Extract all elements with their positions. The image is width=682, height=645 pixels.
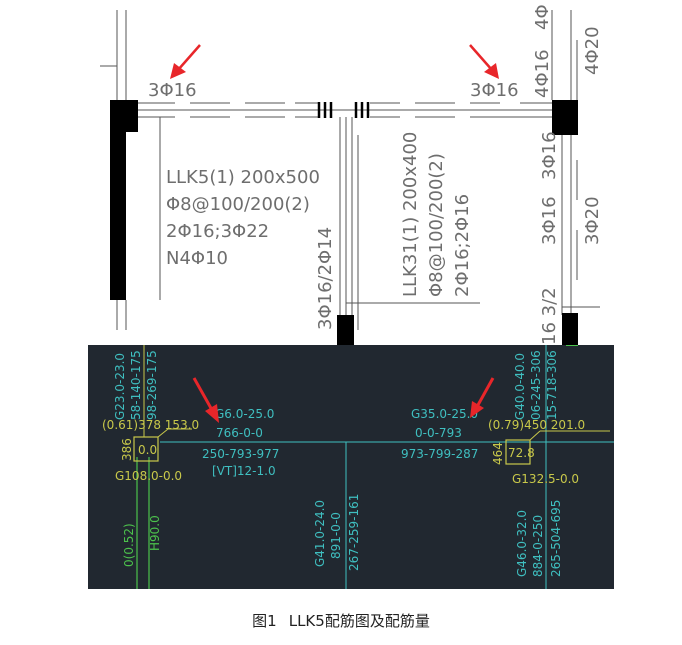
- right-col-bottom-label: G132.5-0.0: [512, 472, 579, 486]
- right-col-top-label: (0.79)450 201.0: [488, 418, 585, 432]
- beam-llk5-lines: [138, 102, 553, 300]
- right-col-vlabel-1: G40.0-40.0: [513, 353, 527, 420]
- right-lower-vlabel-2: 884-0-250: [531, 515, 545, 577]
- left-col-green-label-1: 0(0.52): [122, 523, 136, 567]
- right-col-vlabel-3: 15-718-306: [545, 350, 559, 420]
- left-col-vlabel-1: G23.0-23.0: [113, 353, 127, 420]
- left-col-bottom-label: G108.0-0.0: [115, 469, 182, 483]
- red-arrow-right-icon: [469, 44, 499, 79]
- right-column-lines: [551, 10, 600, 315]
- mid-beam-vlabel-3: 267-259-161: [347, 494, 361, 571]
- red-arrow-right-bottom-icon: [470, 377, 495, 418]
- right-top-rebar-label: 3Φ16: [470, 80, 519, 101]
- beam-left-line-1: G6.0-25.0: [215, 407, 274, 421]
- beam-llk31-lines: [339, 117, 480, 330]
- left-column-box: [133, 436, 159, 462]
- red-arrow-left-bottom-icon: [192, 377, 219, 423]
- beam-right-line-3: 973-799-287: [401, 447, 478, 461]
- left-col-vlabel-3: 98-269-175: [145, 350, 159, 420]
- vertical-mid-rebar-label: 3Φ16/2Φ14: [315, 227, 336, 330]
- llk5-line-4: N4Φ10: [166, 248, 228, 269]
- cad-drawing-plan: 3Φ16 3Φ16 LLK5(1) 200x500 Φ8@100/200(2) …: [100, 4, 603, 345]
- left-col-box-value: 0.0: [138, 443, 157, 457]
- figure-title: LLK5配筋图及配筋量: [288, 612, 430, 630]
- mid-beam-vlabel-2: 891-0-0: [329, 512, 343, 559]
- llk5-line-3: 2Φ16;3Φ22: [166, 221, 269, 242]
- llk31-line-2: Φ8@100/200(2): [426, 153, 447, 297]
- right-lower-vlabel-1: G46.0-32.0: [515, 510, 529, 577]
- left-column-solid: [110, 100, 138, 300]
- right-leader-line: [529, 430, 541, 441]
- left-col-green-label-2: H90.0: [148, 515, 162, 551]
- beam-left-line-2: 766-0-0: [216, 426, 263, 440]
- right-column-box: [505, 439, 531, 465]
- left-col-top-label: (0.61)378 153.0: [102, 418, 199, 432]
- right-col-vlabel-2: 06-245-306: [529, 350, 543, 420]
- left-top-rebar-label: 3Φ16: [148, 80, 197, 101]
- left-leader-line: [157, 428, 169, 438]
- right-col-a-lower1-label: 3Φ16: [539, 131, 560, 180]
- figure-caption: 图1 LLK5配筋图及配筋量: [0, 610, 682, 631]
- right-col-a-top-label: 4Φ: [532, 4, 553, 30]
- llk5-line-1: LLK5(1) 200x500: [166, 167, 320, 188]
- left-column-lines: [100, 10, 127, 330]
- beam-left-line-3: 250-793-977: [202, 447, 279, 461]
- mid-beam-vlabel-1: G41.0-24.0: [313, 500, 327, 567]
- cad-drawing-reinforcement-results: G23.0-23.0 58-140-175 98-269-175 (0.61)3…: [88, 345, 614, 589]
- left-col-side-label: 386: [120, 438, 134, 461]
- llk5-line-2: Φ8@100/200(2): [166, 194, 310, 215]
- right-col-a-upper-label: 4Φ16: [532, 49, 553, 98]
- right-lower-column-solid: [562, 313, 578, 345]
- beam-llk5-annotation: LLK5(1) 200x500 Φ8@100/200(2) 2Φ16;3Φ22 …: [166, 167, 320, 269]
- right-col-box-value: 72.8: [508, 446, 535, 460]
- right-column-solid: [552, 100, 578, 135]
- figure-number: 图1: [252, 612, 277, 630]
- right-col-a-bottom-label: 16 3/2: [539, 287, 560, 345]
- right-col-side-label: 464: [491, 442, 505, 465]
- beam-right-line-2: 0-0-793: [415, 426, 462, 440]
- right-lower-vlabel-3: 265-504-695: [549, 500, 563, 577]
- mid-column-solid: [337, 315, 354, 345]
- beam-right-line-1: G35.0-25.0: [411, 407, 478, 421]
- stirrup-marks: [317, 102, 370, 118]
- beam-left-line-4: [VT]12-1.0: [212, 464, 276, 478]
- llk31-line-1: LLK31(1) 200x400: [400, 132, 421, 297]
- right-col-b-upper-label: 4Φ20: [582, 26, 603, 75]
- right-col-a-lower2-label: 3Φ16: [539, 196, 560, 245]
- red-arrow-left-icon: [170, 44, 201, 79]
- llk31-line-3: 2Φ16;2Φ16: [452, 194, 473, 297]
- left-col-vlabel-2: 58-140-175: [129, 350, 143, 420]
- beam-llk31-annotation: LLK31(1) 200x400 Φ8@100/200(2) 2Φ16;2Φ16: [400, 132, 473, 297]
- right-col-b-lower-label: 3Φ20: [582, 196, 603, 245]
